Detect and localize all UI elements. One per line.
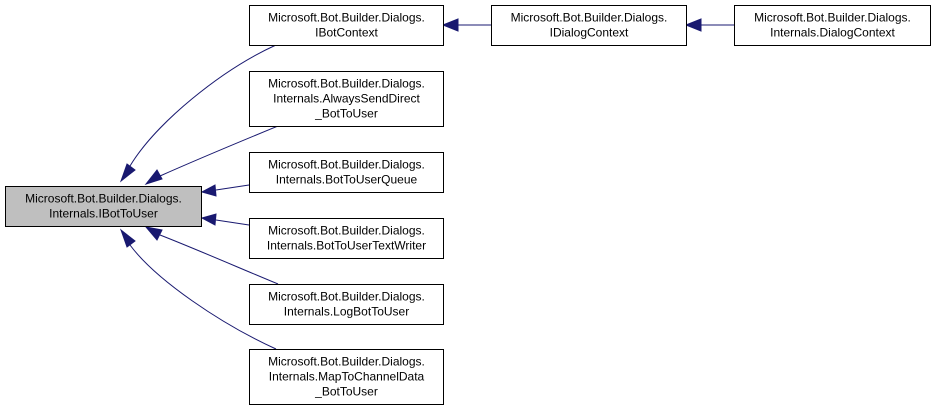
edge-ibotcontext-to-ibottouser — [119, 44, 277, 183]
edge-dialogcontext-to-idialogcontext — [684, 18, 734, 32]
edge-bottousertextwriter-to-ibottouser — [200, 213, 250, 226]
node-box — [249, 349, 444, 405]
node-label-line: Internals.BotToUserQueue — [276, 173, 418, 187]
edges-layer — [119, 18, 734, 350]
node-label-line: Internals.IBotToUser — [49, 207, 158, 221]
node-box — [249, 218, 444, 259]
node-label-line: IDialogContext — [550, 26, 629, 40]
node-box — [249, 152, 444, 193]
node-label-line: Microsoft.Bot.Builder.Dialogs. — [25, 192, 182, 206]
edge-line — [129, 244, 277, 350]
node-label-line: Microsoft.Bot.Builder.Dialogs. — [268, 158, 425, 172]
edge-line — [159, 125, 279, 177]
edge-arrowhead — [684, 18, 702, 32]
edge-logbottouser-to-ibottouser — [144, 226, 279, 285]
edge-bottouserqueue-to-ibottouser — [200, 184, 250, 197]
node-dialogcontext[interactable]: Microsoft.Bot.Builder.Dialogs.Internals.… — [734, 5, 931, 46]
edge-line — [215, 184, 250, 191]
node-ibottouser: Microsoft.Bot.Builder.Dialogs.Internals.… — [5, 186, 202, 227]
node-bottouserqueue[interactable]: Microsoft.Bot.Builder.Dialogs.Internals.… — [249, 152, 444, 193]
node-label-line: Microsoft.Bot.Builder.Dialogs. — [268, 355, 425, 369]
node-box — [734, 5, 931, 46]
edge-line — [159, 234, 279, 285]
node-label-line: IBotContext — [315, 26, 378, 40]
edge-arrowhead — [144, 169, 163, 185]
node-label-line: Microsoft.Bot.Builder.Dialogs. — [511, 11, 668, 25]
node-label-line: Internals.AlwaysSendDirect — [273, 92, 420, 106]
node-alwayssenddirect[interactable]: Microsoft.Bot.Builder.Dialogs.Internals.… — [249, 71, 444, 127]
node-label-line: Microsoft.Bot.Builder.Dialogs. — [268, 224, 425, 238]
node-label-line: Microsoft.Bot.Builder.Dialogs. — [268, 11, 425, 25]
node-label-line: Microsoft.Bot.Builder.Dialogs. — [754, 11, 911, 25]
node-idialogcontext[interactable]: Microsoft.Bot.Builder.Dialogs.IDialogCon… — [491, 5, 687, 46]
node-box — [249, 5, 444, 46]
node-ibotcontext[interactable]: Microsoft.Bot.Builder.Dialogs.IBotContex… — [249, 5, 444, 46]
node-label-line: _BotToUser — [314, 385, 378, 399]
edge-arrowhead — [200, 213, 217, 226]
node-label-line: Microsoft.Bot.Builder.Dialogs. — [268, 290, 425, 304]
node-label-line: Microsoft.Bot.Builder.Dialogs. — [268, 77, 425, 91]
edge-line — [129, 44, 277, 167]
edge-alwayssenddirect-to-ibottouser — [144, 125, 279, 185]
edge-arrowhead — [119, 163, 136, 183]
node-box — [5, 186, 202, 227]
edge-line — [215, 219, 250, 226]
edge-arrowhead — [119, 228, 136, 248]
edge-arrowhead — [200, 184, 217, 197]
edge-arrowhead — [144, 226, 163, 241]
edge-idialogcontext-to-ibotcontext — [441, 18, 491, 32]
node-label-line: Internals.MapToChannelData — [269, 370, 425, 384]
node-label-line: _BotToUser — [314, 107, 378, 121]
node-box — [249, 71, 444, 127]
node-box — [249, 284, 444, 325]
nodes-layer: Microsoft.Bot.Builder.Dialogs.Internals.… — [5, 5, 931, 405]
edge-maptochanneldata-to-ibottouser — [119, 228, 277, 350]
edge-arrowhead — [441, 18, 459, 32]
node-logbottouser[interactable]: Microsoft.Bot.Builder.Dialogs.Internals.… — [249, 284, 444, 325]
node-label-line: Internals.LogBotToUser — [284, 305, 409, 319]
node-label-line: Internals.BotToUserTextWriter — [267, 239, 426, 253]
node-label-line: Internals.DialogContext — [770, 26, 895, 40]
node-box — [491, 5, 687, 46]
node-bottousertextwriter[interactable]: Microsoft.Bot.Builder.Dialogs.Internals.… — [249, 218, 444, 259]
node-maptochanneldata[interactable]: Microsoft.Bot.Builder.Dialogs.Internals.… — [249, 349, 444, 405]
